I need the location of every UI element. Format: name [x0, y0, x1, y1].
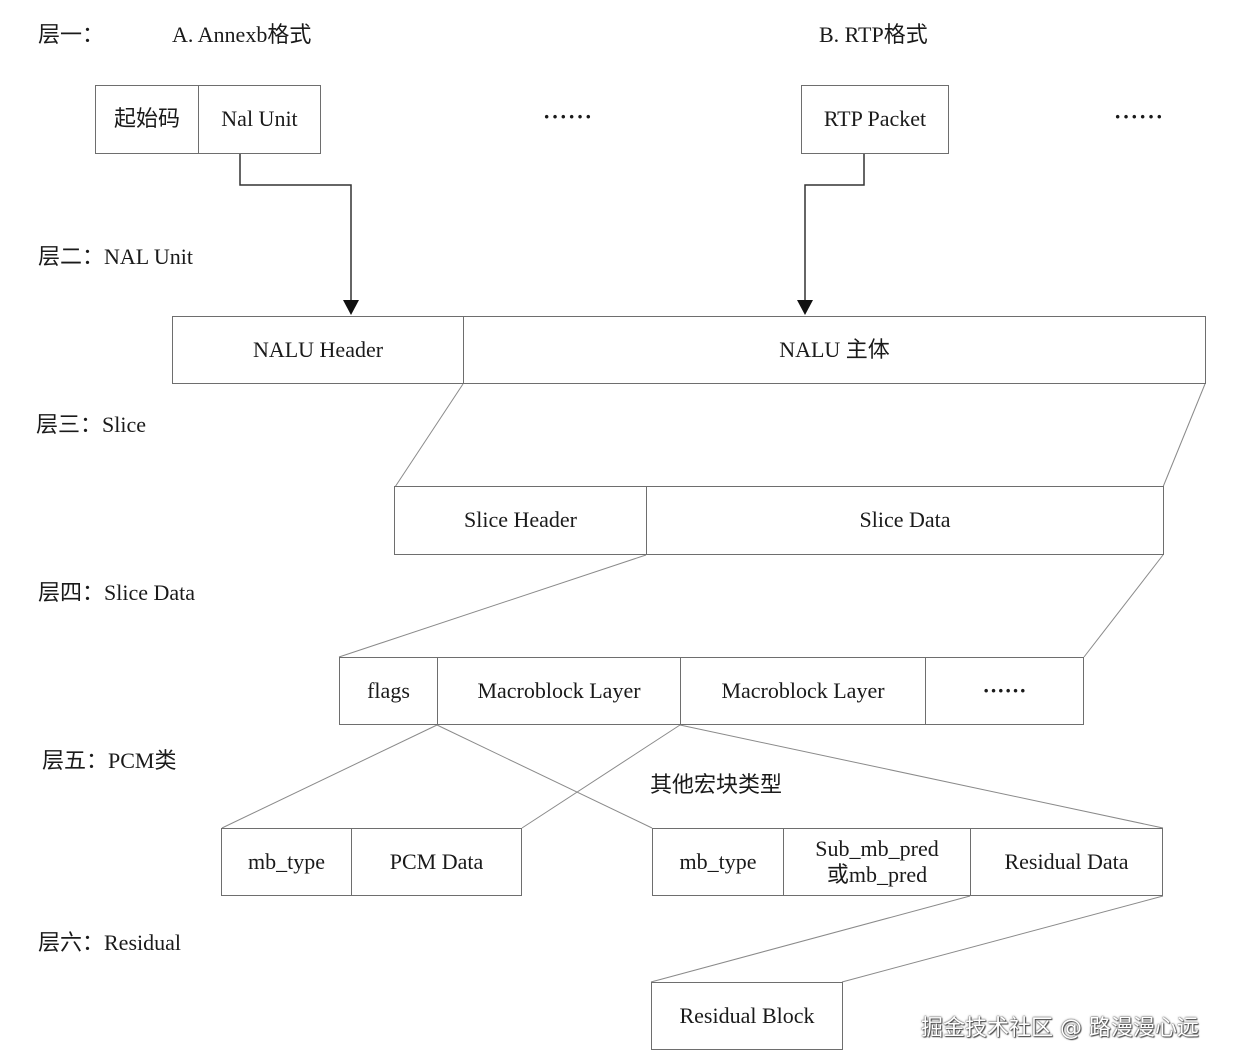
residual-data-box: Residual Data	[970, 828, 1163, 896]
sub-mb-pred-box: Sub_mb_pred 或mb_pred	[783, 828, 971, 896]
mb-to-pcm-left	[221, 724, 438, 829]
layer-5-label: 层五：PCM类	[42, 748, 177, 773]
layer-2-label: 层二：NAL Unit	[38, 244, 194, 269]
slice-data-to-mb-left	[338, 554, 647, 658]
start-code-box: 起始码	[95, 85, 199, 154]
nal-unit-box: Nal Unit	[198, 85, 321, 154]
slice-header-text: Slice Header	[464, 507, 577, 533]
nalu-body-box: NALU 主体	[463, 316, 1206, 384]
residual-to-block-left	[650, 895, 971, 983]
flags-box: flags	[339, 657, 438, 725]
nalu-body-text: NALU 主体	[779, 336, 890, 362]
layer-4-label: 层四：Slice Data	[38, 580, 196, 605]
residual-block-box: Residual Block	[651, 982, 843, 1050]
rtp-format-label: B. RTP格式	[819, 22, 928, 47]
layer-6-label: 层六：Residual	[38, 930, 181, 955]
mb-to-other-left	[436, 724, 653, 829]
pcm-data-text: PCM Data	[389, 848, 484, 874]
slice-data-box: Slice Data	[646, 486, 1164, 555]
rtp-to-nalu-arrow	[804, 154, 865, 300]
other-mb-type-box: mb_type	[652, 828, 784, 896]
sub-mb-pred-text-line2: 或mb_pred	[826, 862, 928, 887]
nalu-body-to-slice-right	[1162, 383, 1206, 488]
rtp-packet-text: RTP Packet	[823, 106, 927, 132]
nalu-body-to-slice-left	[394, 383, 464, 488]
nalu-header-box: NALU Header	[172, 316, 464, 384]
watermark-text: 掘金技术社区 @ 路漫漫心远	[921, 1016, 1199, 1041]
residual-block-text: Residual Block	[679, 1002, 815, 1028]
macroblock-more-box: ······	[925, 657, 1084, 725]
macroblock-layer-text-1: Macroblock Layer	[477, 677, 641, 703]
flags-text: flags	[367, 677, 410, 703]
macroblock-layer-text-2: Macroblock Layer	[721, 677, 885, 703]
layer-1-label: 层一：	[38, 22, 105, 47]
nal-unit-text: Nal Unit	[221, 106, 298, 132]
slice-data-text: Slice Data	[859, 507, 951, 533]
nalu-header-text: NALU Header	[252, 336, 384, 362]
mb-to-other-right	[679, 724, 1164, 829]
start-code-text: 起始码	[113, 106, 180, 132]
other-mb-type-text: mb_type	[679, 848, 757, 874]
slice-data-to-mb-right	[1083, 554, 1164, 658]
residual-to-block-right	[841, 895, 1164, 983]
macroblock-more-text: ······	[982, 677, 1027, 703]
pcm-mb-type-box: mb_type	[221, 828, 352, 896]
annexb-format-label: A. Annexb格式	[172, 22, 312, 47]
annexb-to-nalu-arrow	[239, 154, 352, 300]
rtp-ellipsis: ······	[1114, 104, 1165, 129]
annexb-ellipsis: ······	[543, 104, 594, 129]
layer-3-label: 层三：Slice	[36, 412, 146, 437]
macroblock-layer-box-2: Macroblock Layer	[680, 657, 926, 725]
slice-header-box: Slice Header	[394, 486, 647, 555]
rtp-packet-box: RTP Packet	[801, 85, 949, 154]
mb-to-pcm-right	[521, 724, 681, 829]
macroblock-layer-box-1: Macroblock Layer	[437, 657, 681, 725]
other-mb-types-label: 其他宏块类型	[650, 772, 783, 797]
pcm-mb-type-text: mb_type	[248, 848, 325, 874]
pcm-data-box: PCM Data	[351, 828, 522, 896]
sub-mb-pred-text-line1: Sub_mb_pred	[815, 835, 939, 861]
residual-data-text: Residual Data	[1004, 848, 1129, 874]
